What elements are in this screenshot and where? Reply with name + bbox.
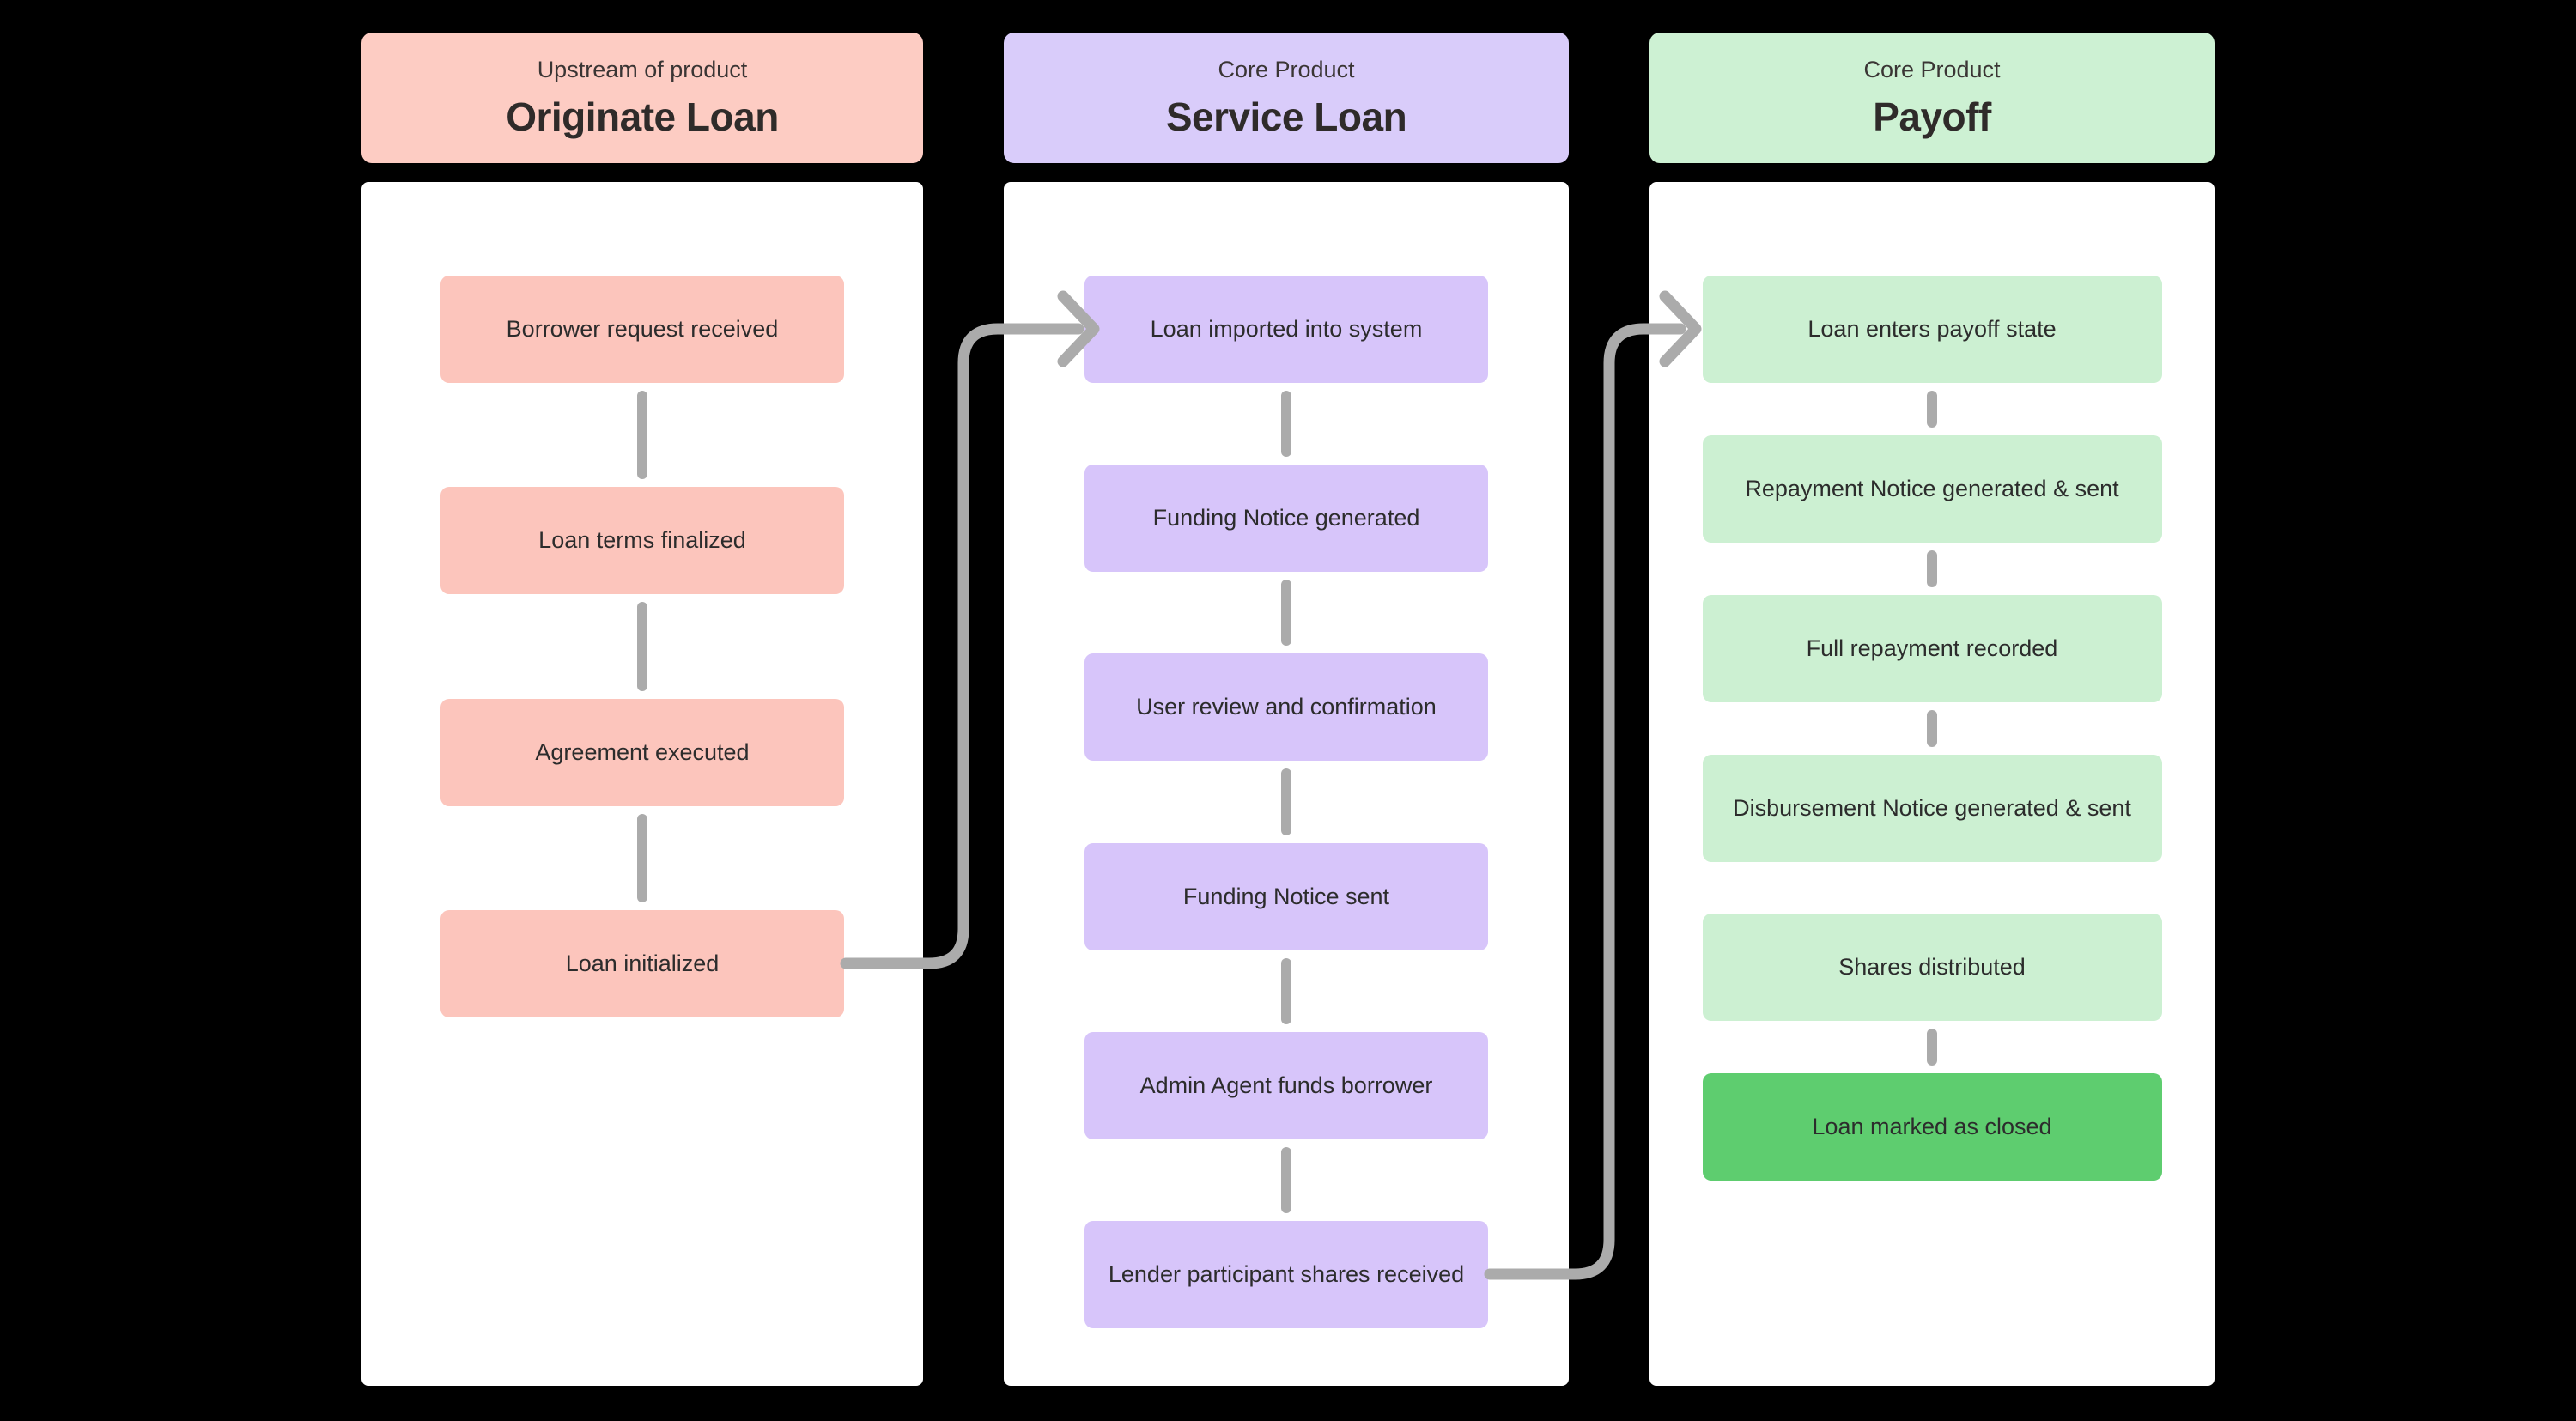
step-box-service-loan-4: Admin Agent funds borrower [1084, 1032, 1488, 1139]
step-box-originate-loan-0: Borrower request received [440, 276, 844, 383]
step-box-service-loan-5: Lender participant shares received [1084, 1221, 1488, 1328]
step-connector [637, 814, 647, 902]
step-label: Loan imported into system [1150, 315, 1423, 342]
step-label: Loan marked as closed [1812, 1113, 2052, 1139]
step-connector [1281, 768, 1291, 835]
step-label: Loan terms finalized [538, 526, 746, 553]
step-connector [637, 602, 647, 691]
step-connector [1281, 958, 1291, 1024]
column-subtitle: Core Product [1218, 57, 1355, 83]
column-title: Payoff [1873, 94, 1991, 140]
step-label: Full repayment recorded [1806, 635, 2058, 661]
step-label: Disbursement Notice generated & sent [1733, 794, 2131, 821]
step-box-originate-loan-1: Loan terms finalized [440, 487, 844, 594]
step-label: Repayment Notice generated & sent [1745, 475, 2119, 501]
column-subtitle: Upstream of product [537, 57, 748, 83]
step-box-payoff-5: Loan marked as closed [1702, 1073, 2162, 1181]
step-label: Funding Notice sent [1182, 883, 1390, 909]
step-label: User review and confirmation [1136, 693, 1437, 720]
step-connector [637, 391, 647, 479]
step-label: Agreement executed [535, 738, 750, 765]
step-connector [1927, 1029, 1937, 1066]
step-box-service-loan-1: Funding Notice generated [1084, 465, 1488, 572]
step-connector [1281, 1147, 1291, 1213]
step-label: Loan enters payoff state [1807, 315, 2057, 342]
step-label: Admin Agent funds borrower [1139, 1072, 1433, 1098]
step-connector [1281, 580, 1291, 646]
step-label: Funding Notice generated [1152, 504, 1420, 531]
step-box-payoff-0: Loan enters payoff state [1702, 276, 2162, 383]
step-label: Lender participant shares received [1108, 1260, 1465, 1287]
step-box-payoff-1: Repayment Notice generated & sent [1702, 435, 2162, 543]
step-box-service-loan-2: User review and confirmation [1084, 653, 1488, 761]
column-title: Service Loan [1165, 94, 1407, 140]
step-connector [1281, 391, 1291, 457]
step-box-payoff-2: Full repayment recorded [1702, 595, 2162, 702]
step-connector [1927, 550, 1937, 587]
step-box-payoff-4: Shares distributed [1702, 914, 2162, 1021]
column-subtitle: Core Product [1863, 57, 2001, 83]
step-box-payoff-3: Disbursement Notice generated & sent [1702, 755, 2162, 862]
step-box-originate-loan-2: Agreement executed [440, 699, 844, 806]
step-connector [1927, 391, 1937, 428]
step-connector [1927, 710, 1937, 747]
step-label: Borrower request received [506, 315, 779, 342]
step-box-service-loan-3: Funding Notice sent [1084, 843, 1488, 950]
step-box-service-loan-0: Loan imported into system [1084, 276, 1488, 383]
step-label: Loan initialized [565, 950, 720, 976]
column-title: Originate Loan [506, 94, 779, 140]
step-label: Shares distributed [1838, 953, 2026, 980]
step-box-originate-loan-3: Loan initialized [440, 910, 844, 1017]
